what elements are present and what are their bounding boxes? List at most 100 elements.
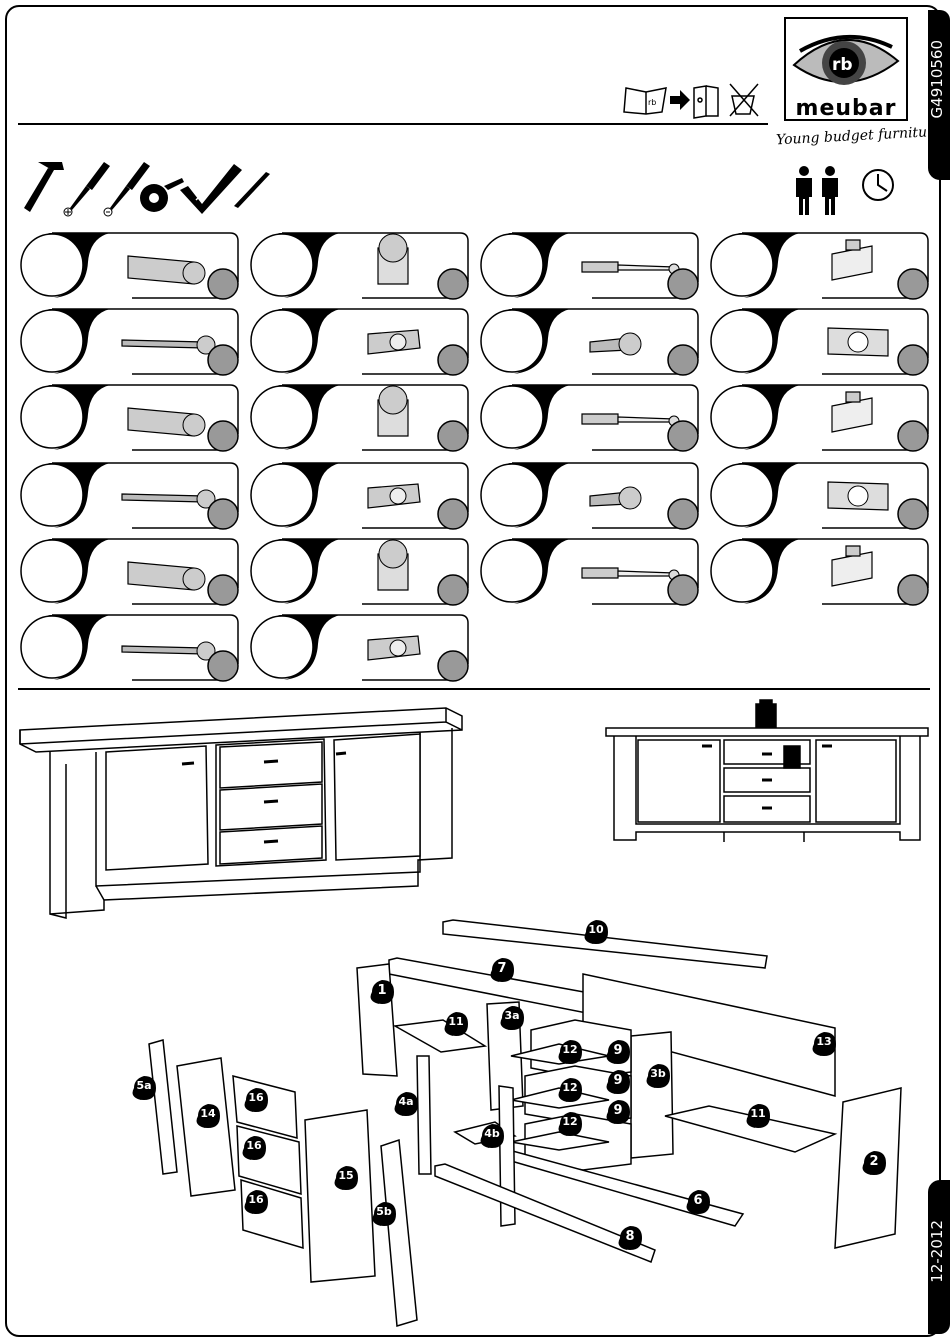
date-code-tab: 12-2012 xyxy=(928,1180,950,1334)
sideboard-front-view xyxy=(16,700,468,922)
corner-bracket-icon xyxy=(128,408,205,436)
part-number: 2 xyxy=(861,1154,887,1169)
hardware-item xyxy=(248,232,470,298)
hardware-label-circle xyxy=(21,616,83,678)
part-number-callout: 8 xyxy=(617,1225,643,1251)
part-number: 14 xyxy=(195,1107,221,1120)
hardware-item xyxy=(478,384,700,450)
brand-name: meubar xyxy=(786,96,906,121)
hardware-item xyxy=(478,538,700,604)
cabinet-hinge-icon xyxy=(368,330,420,354)
part-number-callout: 6 xyxy=(685,1189,711,1215)
drawer-handle-icon xyxy=(378,386,408,436)
hardware-label-circle xyxy=(251,540,313,602)
part-number: 5a xyxy=(131,1079,157,1092)
quantity-circle xyxy=(898,269,928,299)
quantity-circle xyxy=(208,575,238,605)
part-number: 9 xyxy=(605,1103,631,1118)
chipboard-screw-icon xyxy=(590,487,641,509)
hardware-item xyxy=(18,232,240,298)
quantity-circle xyxy=(668,269,698,299)
hardware-card-shape xyxy=(708,538,932,606)
hardware-label-circle xyxy=(481,234,543,296)
part-number-callout: 16 xyxy=(243,1189,269,1215)
cam-lock-icon xyxy=(378,234,408,284)
hardware-card-shape xyxy=(248,462,472,530)
part-number: 6 xyxy=(685,1193,711,1208)
hardware-label-circle xyxy=(711,234,773,296)
part-number-callout: 14 xyxy=(195,1103,221,1129)
hardware-label-circle xyxy=(711,540,773,602)
part-number: 9 xyxy=(605,1073,631,1088)
glide-icon xyxy=(832,392,872,432)
quantity-circle xyxy=(668,345,698,375)
part-number: 16 xyxy=(243,1193,269,1206)
part-number: 1 xyxy=(369,983,395,998)
part-number-callout: 12 xyxy=(557,1039,583,1065)
part-number-callout: 5b xyxy=(371,1201,397,1227)
square-ruler-icon xyxy=(180,164,242,214)
logo-monogram: rb xyxy=(832,55,853,75)
hardware-item xyxy=(478,232,700,298)
hardware-card-shape xyxy=(248,384,472,452)
hardware-item xyxy=(18,614,240,680)
panel-5a xyxy=(149,1040,177,1174)
part-number: 9 xyxy=(605,1043,631,1058)
tape-measure-icon xyxy=(140,178,184,212)
flat-screwdriver-icon xyxy=(104,162,150,216)
eye-logo-icon: rb xyxy=(786,21,906,101)
panel-5b xyxy=(381,1140,417,1326)
quantity-circle xyxy=(438,269,468,299)
hardware-card-shape xyxy=(708,462,932,530)
quantity-circle xyxy=(898,575,928,605)
cam-bolt-icon xyxy=(582,262,679,274)
hardware-label-circle xyxy=(251,310,313,372)
drawer-runner-icon xyxy=(832,546,872,586)
part-number-callout: 7 xyxy=(489,957,515,983)
hardware-card-shape xyxy=(478,462,702,530)
washer-screw-icon xyxy=(368,636,420,660)
persons-and-time xyxy=(790,165,900,217)
hardware-item xyxy=(18,462,240,528)
header-rule xyxy=(18,123,768,125)
hardware-item xyxy=(248,308,470,374)
part-number-callout: 9 xyxy=(605,1099,631,1125)
hardware-label-circle xyxy=(251,464,313,526)
quantity-circle xyxy=(668,499,698,529)
person-icon xyxy=(796,166,812,215)
part-number: 13 xyxy=(811,1035,837,1048)
hardware-label-circle xyxy=(711,386,773,448)
hardware-card-shape xyxy=(18,384,242,452)
hardware-item xyxy=(478,462,700,528)
part-number: 4a xyxy=(393,1095,419,1108)
quantity-circle xyxy=(668,421,698,451)
quantity-circle xyxy=(438,499,468,529)
phillips-screwdriver-icon xyxy=(64,162,110,216)
quantity-circle xyxy=(208,421,238,451)
hardware-card-shape xyxy=(478,308,702,376)
hardware-card-shape xyxy=(248,538,472,606)
hardware-label-circle xyxy=(481,310,543,372)
part-number-callout: 1 xyxy=(369,979,395,1005)
hardware-item xyxy=(708,232,930,298)
panel-11-left xyxy=(395,1020,485,1052)
part-number: 12 xyxy=(557,1081,583,1094)
hardware-item xyxy=(478,308,700,374)
cam-lock-2-icon xyxy=(378,540,408,590)
quantity-circle xyxy=(898,421,928,451)
meubar-logo: rb meubar xyxy=(784,17,908,121)
part-number-callout: 13 xyxy=(811,1031,837,1057)
hardware-item xyxy=(708,384,930,450)
part-number: 10 xyxy=(583,923,609,936)
hammer-icon xyxy=(24,162,64,212)
hardware-card-shape xyxy=(18,614,242,682)
hardware-item xyxy=(248,384,470,450)
part-number-callout: 5a xyxy=(131,1075,157,1101)
nail-icon xyxy=(122,642,215,660)
hardware-card-shape xyxy=(248,614,472,682)
hardware-label-circle xyxy=(711,464,773,526)
hardware-card-shape xyxy=(478,384,702,452)
long-screw-icon xyxy=(582,414,679,426)
extra-long-screw-icon xyxy=(122,490,215,508)
pencil-icon xyxy=(234,172,270,208)
